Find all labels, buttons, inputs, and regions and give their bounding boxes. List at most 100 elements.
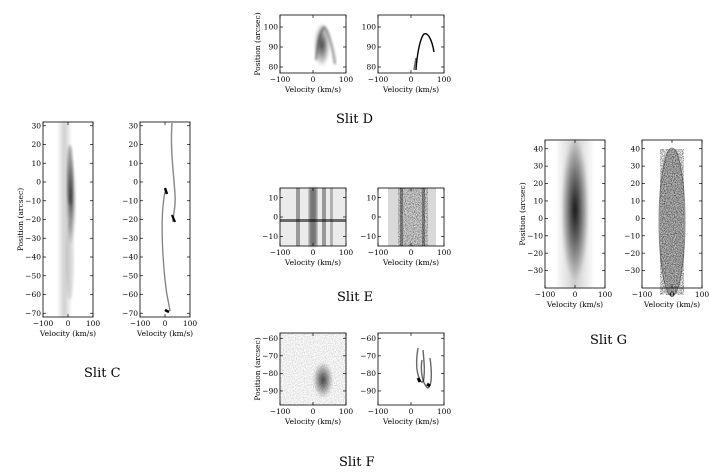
x-axis-label: Velocity (km/s) bbox=[284, 258, 341, 267]
x-axis-label: Velocity (km/s) bbox=[284, 417, 341, 426]
y-tick-label: −80 bbox=[360, 369, 376, 378]
y-tick-label: −30 bbox=[25, 234, 41, 243]
y-tick-label: −20 bbox=[122, 215, 138, 224]
caption-slit-g: Slit G bbox=[590, 333, 627, 348]
y-tick-label: −90 bbox=[262, 387, 278, 396]
y-tick-label: −60 bbox=[122, 290, 138, 299]
x-axis-label: Velocity (km/s) bbox=[382, 85, 439, 94]
y-tick-label: −10 bbox=[360, 232, 376, 241]
y-tick-label: −30 bbox=[122, 234, 138, 243]
y-tick-label: 100 bbox=[362, 23, 377, 32]
y-tick-label: 90 bbox=[366, 43, 376, 52]
y-tick-label: −20 bbox=[624, 249, 640, 258]
y-tick-label: −20 bbox=[25, 215, 41, 224]
y-tick-label: −30 bbox=[624, 266, 640, 275]
y-tick-label: 20 bbox=[630, 179, 640, 188]
slit-g-model-image bbox=[658, 147, 686, 297]
x-tick-label: 100 bbox=[183, 319, 198, 328]
y-tick-label: 0 bbox=[538, 214, 543, 223]
x-tick-label: 100 bbox=[339, 75, 354, 84]
x-tick-label: −100 bbox=[270, 248, 291, 257]
x-tick-label: −100 bbox=[368, 248, 389, 257]
x-tick-label: 100 bbox=[339, 248, 354, 257]
slit-e-observed-image bbox=[280, 188, 346, 246]
slit-f-model-frame bbox=[377, 332, 445, 406]
x-tick-label: 0 bbox=[311, 75, 316, 84]
y-tick-label: −70 bbox=[122, 309, 138, 318]
y-tick-label: 10 bbox=[533, 197, 543, 206]
slit-d-model-image bbox=[413, 33, 435, 71]
y-tick-label: 0 bbox=[635, 214, 640, 223]
y-tick-label: −10 bbox=[25, 196, 41, 205]
x-axis-label: Velocity (km/s) bbox=[382, 417, 439, 426]
slit-g-observed-image bbox=[555, 138, 595, 288]
y-axis-label: Position (arcsec) bbox=[253, 12, 262, 75]
x-axis-label: Velocity (km/s) bbox=[39, 329, 96, 338]
y-tick-label: −10 bbox=[527, 231, 543, 240]
y-tick-label: 10 bbox=[366, 193, 376, 202]
y-tick-label: 10 bbox=[128, 159, 138, 168]
x-axis-label: Velocity (km/s) bbox=[136, 329, 193, 338]
slit-c-model-image bbox=[161, 122, 177, 314]
x-tick-label: 0 bbox=[409, 248, 414, 257]
x-tick-label: 0 bbox=[66, 319, 71, 328]
y-tick-label: −60 bbox=[360, 334, 376, 343]
y-tick-label: 80 bbox=[366, 63, 376, 72]
y-tick-label: −10 bbox=[122, 196, 138, 205]
y-tick-label: 10 bbox=[31, 159, 41, 168]
y-tick-label: 0 bbox=[133, 178, 138, 187]
y-tick-label: 0 bbox=[273, 213, 278, 222]
x-tick-label: 100 bbox=[437, 407, 452, 416]
x-tick-label: 0 bbox=[311, 248, 316, 257]
slit-f-model-image bbox=[415, 347, 433, 389]
y-tick-label: −40 bbox=[25, 253, 41, 262]
x-tick-label: 0 bbox=[409, 407, 414, 416]
x-tick-label: 100 bbox=[598, 290, 613, 299]
y-tick-label: 80 bbox=[268, 63, 278, 72]
x-tick-label: −100 bbox=[270, 75, 291, 84]
x-tick-label: 0 bbox=[573, 290, 578, 299]
x-tick-label: −100 bbox=[33, 319, 54, 328]
y-tick-label: 90 bbox=[268, 43, 278, 52]
y-tick-label: −60 bbox=[262, 334, 278, 343]
y-tick-label: −40 bbox=[122, 253, 138, 262]
x-tick-label: 100 bbox=[86, 319, 101, 328]
y-tick-label: 10 bbox=[268, 193, 278, 202]
y-axis-label: Position (arcsec) bbox=[253, 337, 262, 400]
x-tick-label: 0 bbox=[409, 75, 414, 84]
y-tick-label: −60 bbox=[25, 290, 41, 299]
x-tick-label: −100 bbox=[368, 75, 389, 84]
slit-d-model-frame bbox=[377, 14, 445, 74]
x-tick-label: 0 bbox=[670, 290, 675, 299]
caption-slit-c: Slit C bbox=[84, 366, 121, 381]
y-axis-label: Position (arcsec) bbox=[16, 188, 25, 251]
slit-f-observed-image bbox=[280, 333, 346, 405]
x-tick-label: 100 bbox=[437, 75, 452, 84]
y-tick-label: −70 bbox=[360, 351, 376, 360]
caption-slit-f: Slit F bbox=[339, 455, 375, 470]
y-tick-label: 30 bbox=[31, 121, 41, 130]
y-tick-label: −70 bbox=[25, 309, 41, 318]
x-axis-label: Velocity (km/s) bbox=[382, 258, 439, 267]
y-tick-label: 10 bbox=[630, 197, 640, 206]
y-tick-label: 20 bbox=[533, 179, 543, 188]
y-tick-label: 20 bbox=[31, 140, 41, 149]
y-tick-label: 20 bbox=[128, 140, 138, 149]
caption-slit-d: Slit D bbox=[336, 112, 374, 127]
slit-d-observed-image bbox=[314, 23, 336, 67]
x-tick-label: 0 bbox=[163, 319, 168, 328]
y-tick-label: −80 bbox=[262, 369, 278, 378]
slit-e-model-image bbox=[388, 188, 436, 246]
x-axis-label: Velocity (km/s) bbox=[643, 300, 700, 309]
x-tick-label: 0 bbox=[311, 407, 316, 416]
y-tick-label: 0 bbox=[36, 178, 41, 187]
